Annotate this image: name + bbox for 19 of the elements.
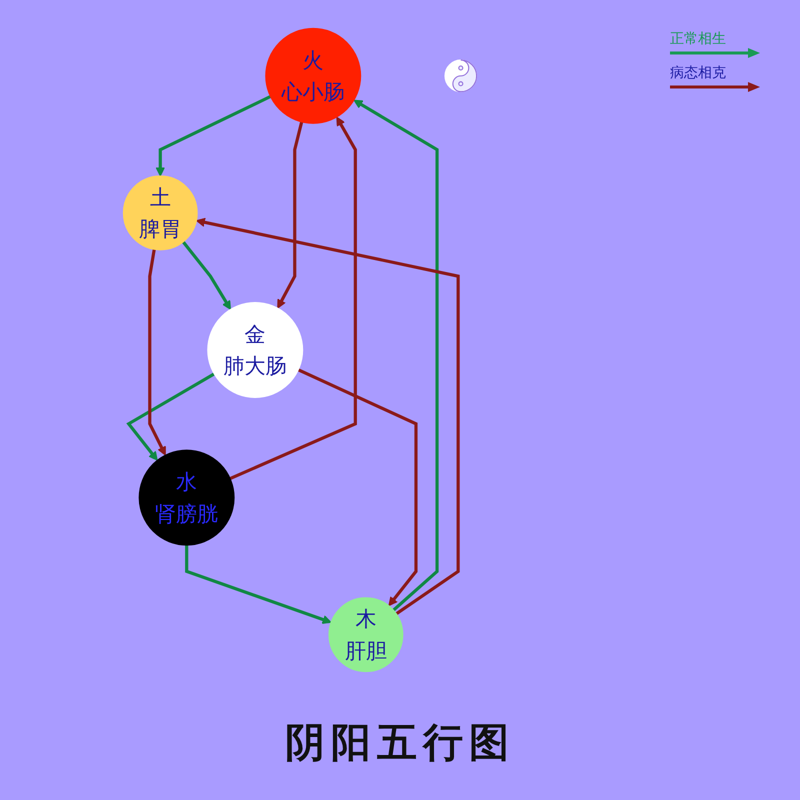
arrow (182, 240, 231, 310)
diagram-title: 阴阳五行图 (284, 719, 516, 768)
arrow (185, 545, 332, 624)
arrow (298, 368, 418, 606)
element-circle: 金 肺大肠 (207, 302, 304, 398)
legend-label: 正常相生 (670, 30, 727, 48)
arrow (196, 218, 460, 616)
element-circle: 火 心小肠 (265, 28, 362, 124)
arrow (354, 100, 439, 612)
arrow (148, 249, 166, 456)
yin-yang-drawing (444, 60, 478, 92)
legend-label: 病态相克 (670, 64, 727, 82)
element-circle: 水 肾膀胱 (138, 450, 235, 546)
arrow (277, 122, 304, 309)
element-circle: 土 脾胃 (122, 176, 198, 250)
element-circle: 木 肝胆 (328, 597, 404, 672)
arrow (126, 372, 215, 461)
arrow (156, 95, 272, 176)
arrow (230, 116, 357, 480)
